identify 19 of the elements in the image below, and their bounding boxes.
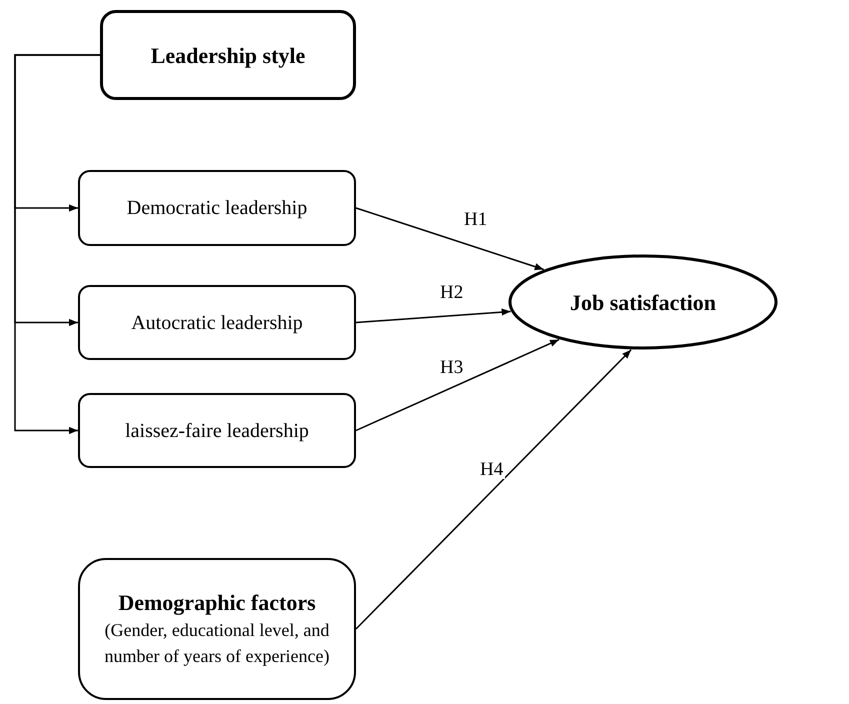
category-box (100, 10, 356, 100)
arrow (14, 54, 100, 434)
style-box (78, 285, 356, 360)
arrow (356, 338, 560, 432)
arrow (355, 349, 632, 630)
node-description: (Gender, educational level, and number of years of experience) (104, 618, 330, 668)
node-title: Job satisfaction (570, 288, 716, 316)
edge-label: H4 (478, 460, 506, 479)
node-label: laissez-faire leadership (125, 418, 309, 444)
style-box (78, 393, 356, 468)
arrow (356, 207, 544, 270)
outcome-ellipse (508, 254, 778, 350)
node-title: Leadership style (150, 42, 306, 70)
node-label: Democratic leadership (126, 196, 308, 221)
node-label: Autocratic leadership (131, 310, 303, 336)
node-title: Demographic factors (118, 589, 316, 617)
factor-box (78, 558, 356, 700)
arrow (356, 308, 511, 324)
style-box (78, 170, 356, 246)
